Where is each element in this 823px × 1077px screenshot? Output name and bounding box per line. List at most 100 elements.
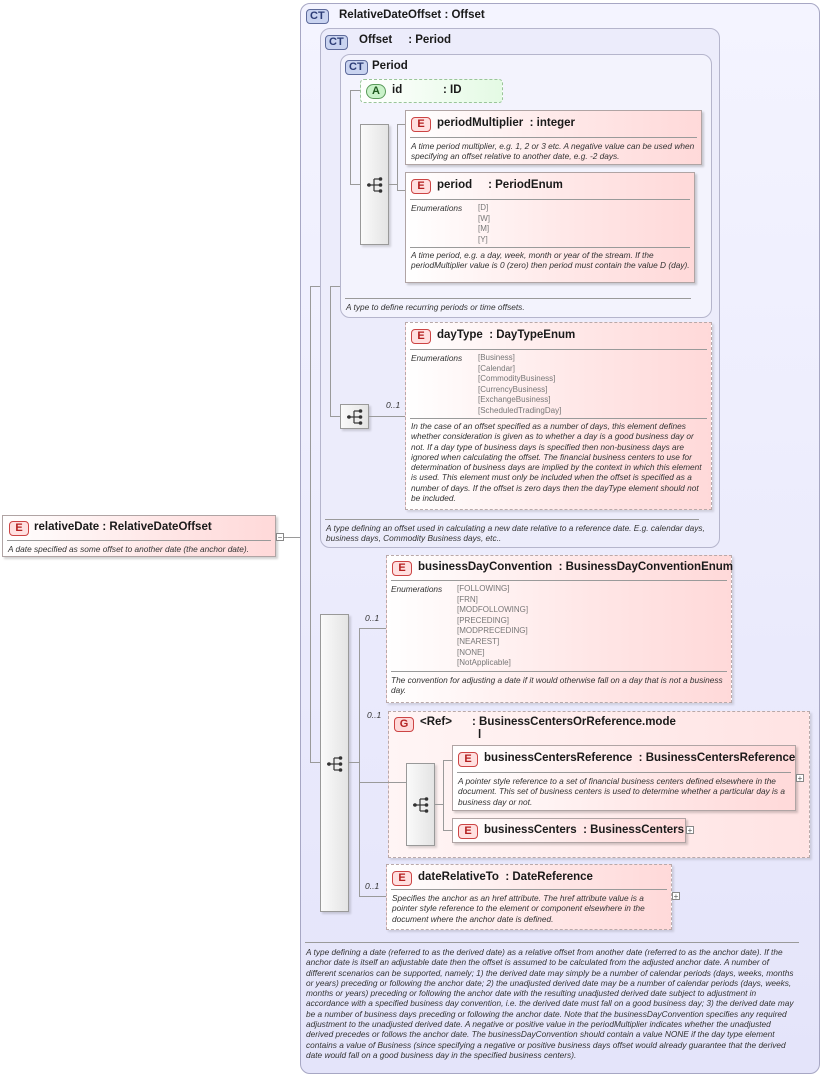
- collapse-icon[interactable]: −: [276, 533, 284, 542]
- element-title: dayType : DayTypeEnum: [437, 329, 576, 341]
- element-badge: E: [392, 561, 412, 576]
- connector: [397, 124, 398, 190]
- id-attribute[interactable]: A id : ID: [360, 79, 503, 103]
- connector: [388, 782, 406, 783]
- type-description: A type to define recurring periods or ti…: [346, 302, 525, 312]
- dateRelativeTo-element[interactable]: E dateRelativeTo : DateReference Specifi…: [386, 864, 672, 930]
- element-title: businessCenters : BusinessCenters: [484, 824, 685, 836]
- enum-value: [MODPRECEDING]: [457, 626, 528, 636]
- enum-value: [M]: [478, 224, 490, 234]
- connector: [389, 184, 397, 185]
- divider: [7, 540, 271, 541]
- connector: [330, 286, 340, 287]
- element-description: A pointer style reference to a set of fi…: [458, 776, 785, 807]
- connector: [397, 124, 405, 125]
- type-title: Period: [372, 60, 408, 72]
- enum-value: [CommodityBusiness]: [478, 374, 556, 384]
- element-description: A time period multiplier, e.g. 1, 2 or 3…: [411, 141, 695, 162]
- period-element[interactable]: E period : PeriodEnum Enumerations [D] […: [405, 172, 695, 283]
- group-ref: <Ref>: [420, 716, 452, 728]
- element-badge: E: [458, 824, 478, 839]
- element-badge: E: [9, 521, 29, 536]
- divider: [410, 349, 707, 350]
- businessCentersReference-element[interactable]: E businessCentersReference : BusinessCen…: [452, 745, 796, 811]
- enum-value: [MODFOLLOWING]: [457, 605, 529, 615]
- element-badge: E: [458, 752, 478, 767]
- element-badge: E: [392, 871, 412, 886]
- plus-icon[interactable]: +: [672, 892, 680, 901]
- connector: [310, 286, 320, 287]
- element-title: relativeDate : RelativeDateOffset: [34, 521, 212, 533]
- connector: [330, 286, 331, 416]
- enum-value: [PRECEDING]: [457, 615, 510, 625]
- type-description: A type defining an offset used in calcul…: [326, 523, 705, 544]
- connector: [359, 896, 386, 897]
- plus-icon[interactable]: +: [796, 774, 804, 783]
- sequence-icon: [367, 177, 383, 193]
- element-description: In the case of an offset specified as a …: [411, 421, 702, 504]
- element-badge: E: [411, 179, 431, 194]
- sequence-icon: [327, 756, 343, 772]
- enumerations-label: Enumerations: [391, 584, 443, 594]
- enumerations-label: Enumerations: [411, 203, 463, 213]
- divider: [391, 671, 727, 672]
- sequence-compositor[interactable]: [340, 404, 369, 429]
- group-type-cont: l: [478, 729, 482, 741]
- complex-type-badge: CT: [325, 35, 348, 50]
- element-description: A date specified as some offset to anoth…: [8, 544, 249, 554]
- enumeration-list: [D] [W] [M] [Y]: [478, 203, 490, 245]
- connector: [359, 782, 388, 783]
- businessDayConvention-element[interactable]: E businessDayConvention : BusinessDayCon…: [386, 555, 734, 703]
- type-title: RelativeDateOffset : Offset: [339, 9, 485, 21]
- divider: [345, 298, 691, 299]
- element-title: periodMultiplier : integer: [437, 117, 576, 129]
- connector: [359, 628, 360, 896]
- enum-value: [ScheduledTradingDay]: [478, 405, 562, 415]
- type-description: A type defining a date (referred to as t…: [306, 947, 794, 1060]
- connector: [443, 760, 452, 761]
- divider: [305, 942, 799, 943]
- enum-value: [FOLLOWING]: [457, 584, 510, 593]
- enum-value: [Calendar]: [478, 363, 515, 373]
- element-description: The convention for adjusting a date if i…: [391, 675, 723, 696]
- connector: [330, 416, 340, 417]
- group-badge: G: [394, 717, 414, 732]
- divider: [410, 247, 690, 248]
- attribute-type: : ID: [443, 84, 462, 96]
- enum-value: [NONE]: [457, 647, 485, 657]
- connector: [443, 760, 444, 830]
- sequence-compositor[interactable]: [406, 763, 435, 846]
- connector: [350, 184, 360, 185]
- plus-icon[interactable]: +: [686, 826, 694, 835]
- sequence-icon: [347, 409, 363, 425]
- dayType-element[interactable]: E dayType : DayTypeEnum Enumerations [Bu…: [405, 322, 712, 510]
- group-type: : BusinessCentersOrReference.mode: [472, 716, 676, 728]
- connector: [397, 190, 405, 191]
- element-title: businessDayConvention : BusinessDayConve…: [418, 561, 734, 573]
- connector: [310, 762, 320, 763]
- sequence-icon: [413, 797, 429, 813]
- element-description: A time period, e.g. a day, week, month o…: [411, 250, 690, 271]
- enum-value: [Business]: [478, 353, 515, 362]
- element-badge: E: [411, 117, 431, 132]
- type-title: Offset : Period: [359, 34, 452, 46]
- enumerations-label: Enumerations: [411, 353, 463, 363]
- enum-value: [CurrencyBusiness]: [478, 384, 548, 394]
- enumeration-list: [Business] [Calendar] [CommodityBusiness…: [478, 353, 561, 417]
- element-description: Specifies the anchor as an href attribut…: [392, 893, 645, 924]
- occurrence-label: 0..1: [365, 881, 380, 891]
- complex-type-badge: CT: [306, 9, 329, 24]
- relativeDate-element[interactable]: E relativeDate : RelativeDateOffset A da…: [2, 515, 276, 557]
- sequence-compositor[interactable]: [360, 124, 389, 245]
- connector: [443, 830, 452, 831]
- connector: [310, 286, 311, 762]
- periodMultiplier-element[interactable]: E periodMultiplier : integer A time peri…: [405, 110, 702, 165]
- connector: [369, 416, 405, 417]
- businessCenters-element[interactable]: E businessCenters : BusinessCenters: [452, 818, 686, 843]
- sequence-compositor[interactable]: [320, 614, 349, 912]
- attribute-name: id: [392, 84, 403, 96]
- element-title: dateRelativeTo : DateReference: [418, 871, 593, 883]
- connector: [359, 628, 386, 629]
- enum-value: [W]: [478, 213, 490, 223]
- divider: [410, 418, 707, 419]
